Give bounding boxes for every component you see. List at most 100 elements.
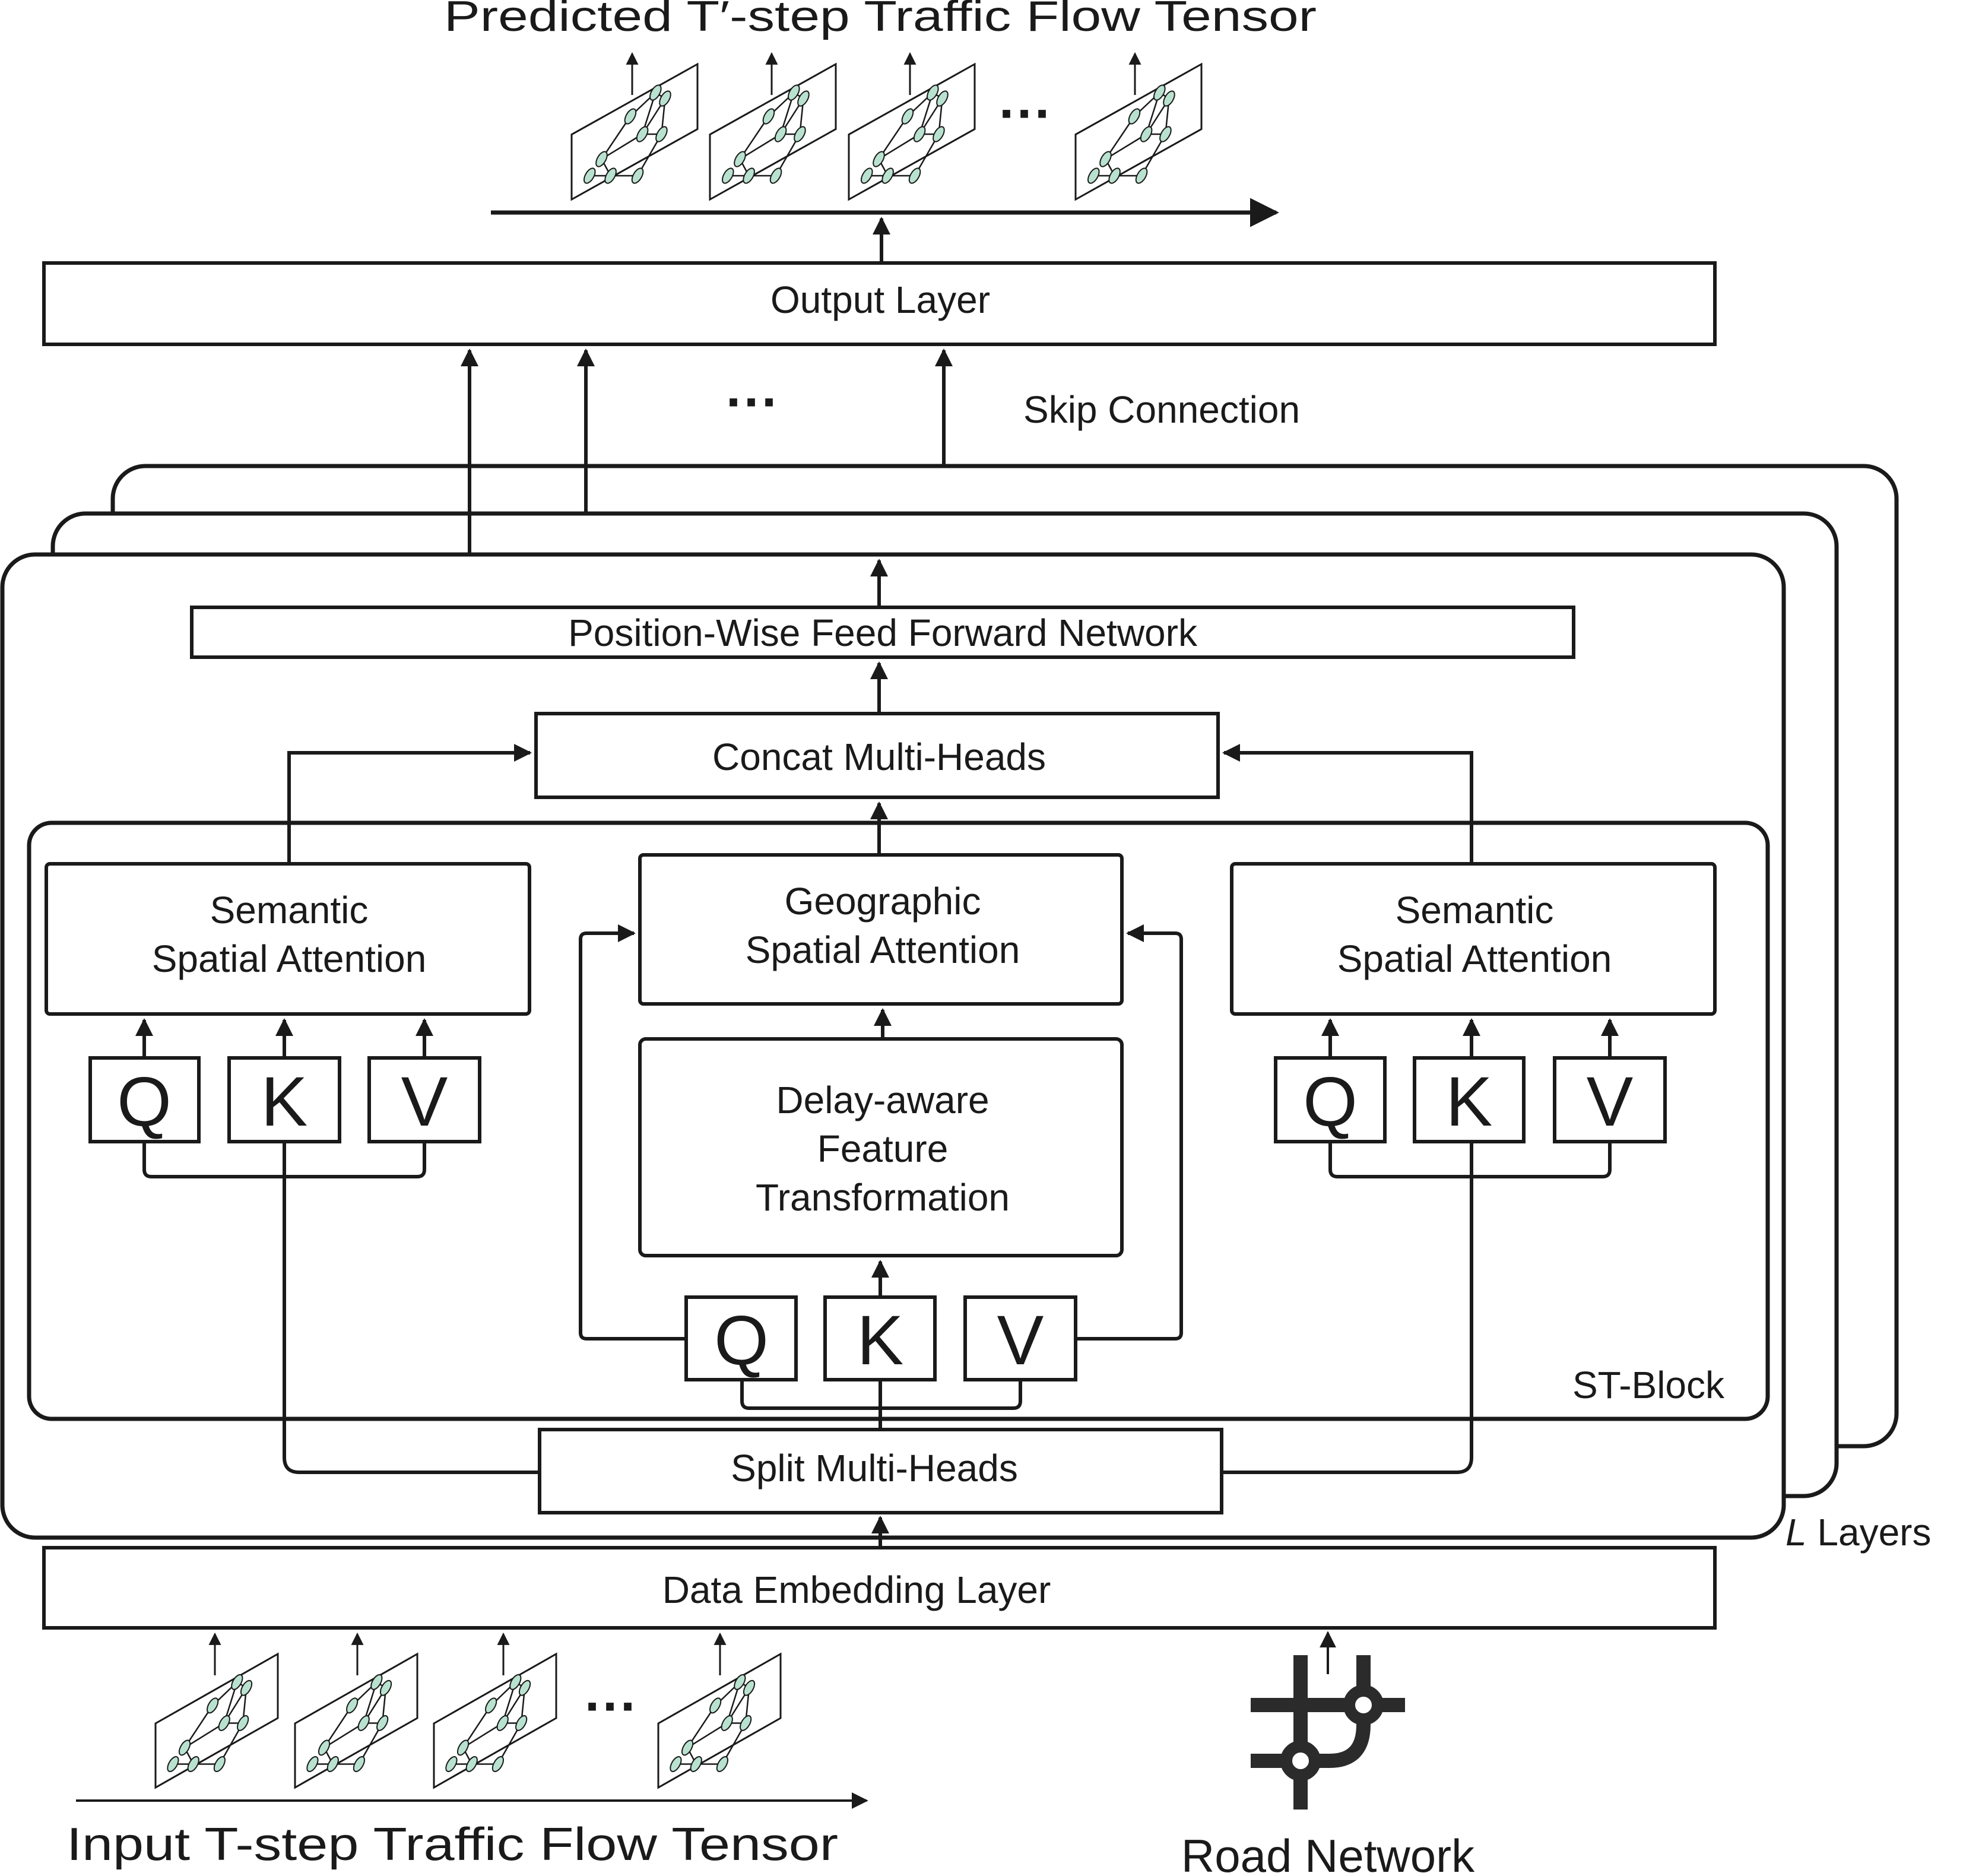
graph-node: [740, 1715, 752, 1731]
graph-node: [237, 1715, 249, 1731]
graph-node: [595, 151, 608, 167]
graph-node: [624, 108, 637, 125]
qkv-center-group: Q K V: [579, 924, 1183, 1430]
semantic-attention-left-box: [45, 862, 531, 1016]
key-box-right: [1413, 1056, 1526, 1143]
graph-node: [496, 1715, 509, 1731]
split-to-semantic-left-wire: [283, 1142, 540, 1474]
predicted-tensor-frames: [570, 52, 1203, 201]
graph-node: [456, 1739, 470, 1756]
graph-node: [797, 90, 810, 107]
output-layer-label: Output Layer: [770, 278, 990, 321]
graph-node: [1128, 108, 1141, 125]
predicted-tensor-title: Predicted T′-step Traffic Flow Tensor: [444, 0, 1317, 40]
graph-node: [659, 90, 671, 107]
graph-node: [681, 1739, 694, 1756]
graph-node: [445, 1756, 458, 1772]
concat-heads-label: Concat Multi-Heads: [712, 736, 1046, 778]
key-label-center: K: [857, 1301, 904, 1380]
road-network-label: Road Network: [1181, 1830, 1475, 1876]
graph-node: [649, 84, 662, 101]
qkv-left-group: Q K V: [88, 1018, 540, 1474]
delay-aware-label-3: Transformation: [756, 1176, 1010, 1219]
graph-node: [709, 1697, 722, 1714]
graph-node: [734, 151, 746, 167]
graph-node: [583, 167, 596, 184]
query-label-right: Q: [1303, 1063, 1358, 1141]
graph-node: [491, 1756, 505, 1772]
semantic-left-to-concat-arrow: [287, 744, 532, 864]
output-layer-box: [42, 261, 1717, 346]
delay-aware-label-2: Feature: [817, 1127, 949, 1170]
graph-node: [1108, 167, 1121, 184]
graph-node: [734, 1674, 746, 1690]
split-heads-box: [538, 1428, 1223, 1514]
traffic-graph-frame: [570, 52, 699, 201]
traffic-graph-frame: [709, 52, 837, 201]
traffic-graph-frame: [433, 1632, 557, 1789]
graph-node: [936, 90, 949, 107]
key-label-right: K: [1446, 1063, 1493, 1141]
traffic-graph-frame: [848, 52, 976, 201]
graph-node: [509, 1674, 522, 1690]
graph-node: [515, 1715, 528, 1731]
input-tensor-title: Input T-step Traffic Flow Tensor: [66, 1818, 838, 1870]
graph-node: [788, 84, 800, 101]
graph-node: [933, 126, 945, 142]
semantic-attention-right-label: Semantic: [1396, 889, 1554, 931]
graph-node: [1153, 84, 1166, 101]
predicted-ellipsis: ···: [999, 84, 1052, 144]
concat-heads-box: [534, 712, 1220, 799]
input-tensor-frames: [154, 1632, 782, 1789]
graph-node: [743, 1679, 756, 1696]
semantic-attention-right-label-2: Spatial Attention: [1337, 937, 1612, 980]
graph-node: [518, 1679, 531, 1696]
graph-node: [1099, 151, 1112, 167]
graph-node: [213, 1756, 226, 1772]
query-label-left: Q: [117, 1063, 172, 1141]
graph-node: [167, 1756, 179, 1772]
graph-node: [1135, 167, 1148, 184]
graph-node: [690, 1756, 702, 1772]
graph-node: [1163, 90, 1175, 107]
graph-node: [794, 126, 806, 142]
key-box-left: [227, 1056, 341, 1143]
semantic-right-to-concat-arrow: [1222, 744, 1473, 864]
graph-node: [379, 1679, 392, 1696]
layers-count-label: L Layers: [1786, 1511, 1931, 1554]
key-box-center: [823, 1295, 937, 1381]
graph-node: [636, 126, 649, 142]
query-box-center: [684, 1295, 798, 1381]
query-box-right: [1274, 1056, 1387, 1143]
graph-node: [326, 1756, 339, 1772]
graph-node: [670, 1756, 682, 1772]
st-block-label: ST-Block: [1572, 1364, 1725, 1406]
graph-node: [376, 1715, 389, 1731]
graph-node: [762, 108, 775, 125]
query-label-center: Q: [714, 1301, 769, 1380]
graph-node: [908, 167, 921, 184]
graph-node: [774, 126, 787, 142]
input-ellipsis: ···: [585, 1677, 638, 1736]
graph-node: [357, 1715, 370, 1731]
value-box-center: [963, 1295, 1077, 1381]
geographic-attention-box: [638, 853, 1124, 1006]
graph-node: [716, 1756, 729, 1772]
feed-forward-box: [190, 606, 1575, 659]
feed-forward-label: Position-Wise Feed Forward Network: [568, 611, 1198, 654]
traffic-graph-frame: [154, 1632, 279, 1789]
graph-edge: [739, 133, 781, 160]
traffic-graph-frame: [294, 1632, 418, 1789]
qkv-right-group: Q K V: [1222, 1018, 1667, 1474]
graph-node: [187, 1756, 199, 1772]
data-embedding-box: [42, 1546, 1717, 1630]
data-embedding-label: Data Embedding Layer: [662, 1568, 1051, 1611]
semantic-attention-right-box: [1230, 862, 1717, 1016]
graph-edge: [601, 133, 643, 160]
graph-node: [306, 1756, 319, 1772]
graph-node: [631, 167, 644, 184]
graph-node: [721, 1715, 733, 1731]
graph-edge: [687, 1722, 728, 1748]
st-block-frame: [27, 820, 1770, 1421]
